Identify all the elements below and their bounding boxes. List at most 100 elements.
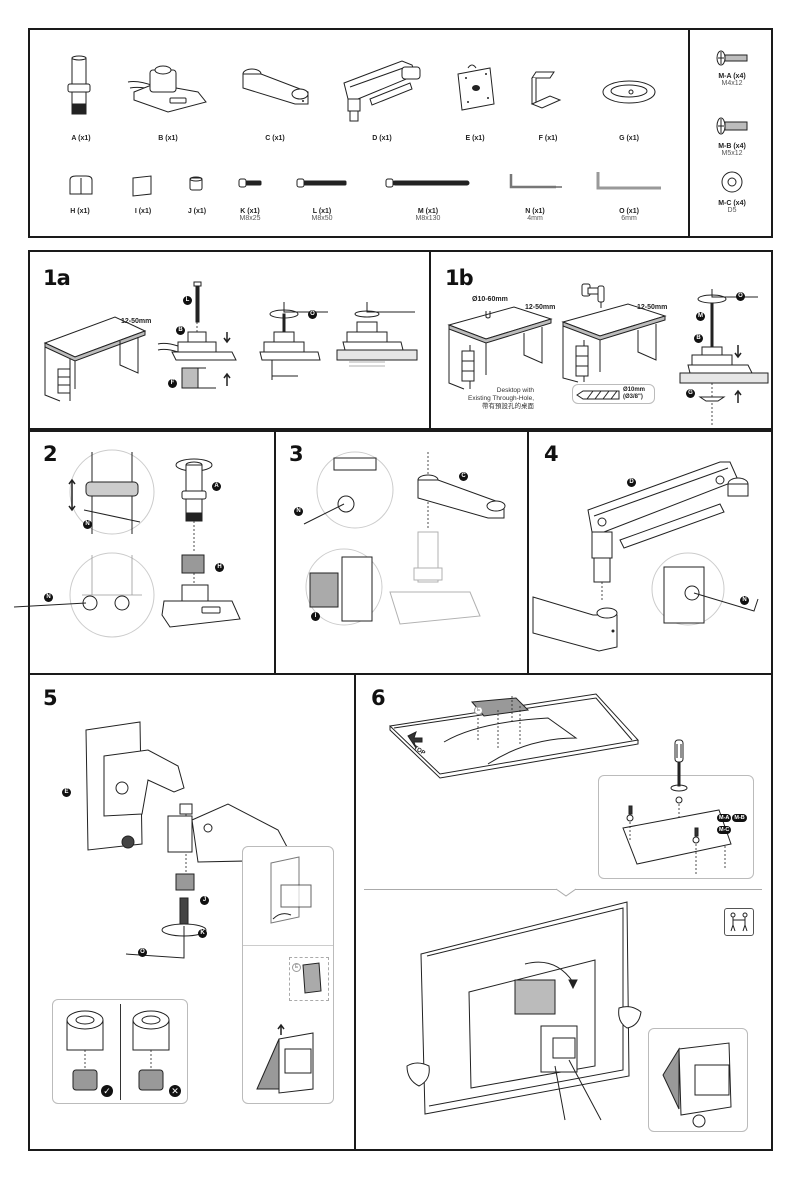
tilt-knob-illustration xyxy=(270,856,312,924)
step-2-panel xyxy=(28,430,276,675)
part-g-plate-illustration xyxy=(602,80,656,104)
tilt-lock-illustration xyxy=(662,1042,732,1128)
part-j-spacer-illustration xyxy=(189,176,203,191)
tag-b-1b: B xyxy=(694,334,703,343)
tag-n-4: N xyxy=(740,596,749,605)
two-person-figures xyxy=(730,912,748,932)
desk-thickness-label-2: 12-50mm xyxy=(637,304,668,311)
tag-m-a-6: M-A xyxy=(717,814,732,822)
step-4-arm-c-base xyxy=(532,596,618,652)
cross-icon: ✕ xyxy=(169,1085,181,1097)
tag-b: B xyxy=(176,326,185,335)
washer-m-c-label: M-C (x4)D5 xyxy=(718,200,746,214)
desk-with-hole-illustration xyxy=(447,306,553,390)
screw-m-b-illustration xyxy=(716,117,748,135)
monitor-face-down-illustration xyxy=(388,693,639,779)
step-5-number: 5 xyxy=(43,686,58,710)
tag-c-3: C xyxy=(459,472,468,481)
tag-m-1b: M xyxy=(696,312,705,321)
monitor-mounting-illustration xyxy=(406,901,642,1121)
part-c-arm-illustration xyxy=(242,68,309,105)
part-m-bolt-illustration xyxy=(385,178,470,188)
step-4-number: 4 xyxy=(544,442,559,466)
vesa-plate-inset xyxy=(289,957,329,1001)
part-o-label: O (x1)6mm xyxy=(619,208,639,222)
step-1a-tighten-assembly xyxy=(259,302,328,380)
desk-thickness-label-1: 12-50mm xyxy=(525,304,556,311)
divider-pointer xyxy=(555,888,577,897)
step-6-number: 6 xyxy=(371,686,386,710)
part-l-label: L (x1)M8x50 xyxy=(311,208,333,222)
tag-f: F xyxy=(168,379,177,388)
step-3-panel xyxy=(274,430,529,675)
step-1b-number: 1b xyxy=(445,266,474,290)
part-e-label: E (x1) xyxy=(465,135,485,142)
step-4-arm-d xyxy=(587,461,749,600)
part-i-cover-illustration xyxy=(132,175,152,197)
tag-e-6: E xyxy=(474,706,483,715)
step-1a-number: 1a xyxy=(43,266,71,290)
wrong-alignment-illustration xyxy=(132,1010,170,1091)
tag-e-inset: E xyxy=(292,963,301,972)
check-icon: ✓ xyxy=(101,1085,113,1097)
desk-thickness-label: 12-50mm xyxy=(121,318,152,325)
callout-divider xyxy=(120,1004,121,1100)
step-3-arm-c xyxy=(389,452,506,625)
tag-g-1b: G xyxy=(686,389,695,398)
step-1b-through-hole-assembly xyxy=(679,289,769,425)
drill-bit-icon xyxy=(576,390,620,400)
tag-l: L xyxy=(183,296,192,305)
desktop-caption: Desktop with Existing Through-Hole, 帶有預設… xyxy=(468,387,534,410)
part-k-bolt-illustration xyxy=(238,178,262,188)
part-o-hex-key-illustration xyxy=(596,172,661,190)
part-n-label: N (x1)4mm xyxy=(525,208,545,222)
step-2-number: 2 xyxy=(43,442,58,466)
part-g-label: G (x1) xyxy=(619,135,639,142)
vesa-plate-mini xyxy=(302,962,322,994)
part-a-label: A (x1) xyxy=(71,135,91,142)
two-person-lift-icon xyxy=(724,908,754,936)
step-1a-mounted-assembly xyxy=(336,302,418,367)
part-h-label: H (x1) xyxy=(70,208,90,215)
screw-m-a-label: M-A (x4)M4x12 xyxy=(718,73,746,87)
part-e-vesa-plate-illustration xyxy=(457,64,495,111)
step-2-pole-assembly xyxy=(161,458,241,628)
tag-i-3: I xyxy=(311,612,320,621)
release-tilt-illustration xyxy=(256,1023,314,1094)
part-b-base-illustration xyxy=(127,65,207,113)
drill-size-label: Ø10mm(Ø3/8") xyxy=(623,387,646,400)
correct-alignment-illustration xyxy=(66,1010,104,1091)
part-l-bolt-illustration xyxy=(296,178,347,188)
part-f-bracket-illustration xyxy=(530,71,562,109)
washer-m-c-illustration xyxy=(721,171,743,193)
part-d-label: D (x1) xyxy=(372,135,392,142)
tag-e-5: E xyxy=(62,788,71,797)
desk-illustration xyxy=(43,316,147,402)
tag-h-2: H xyxy=(215,563,224,572)
alignment-callout: ✓ ✕ xyxy=(52,999,188,1104)
tilt-detail-callout: E xyxy=(242,846,334,1104)
step-3-number: 3 xyxy=(289,442,304,466)
part-f-label: F (x1) xyxy=(538,135,558,142)
part-i-label: I (x1) xyxy=(134,208,152,215)
step-3-screw-detail-circle xyxy=(303,451,394,529)
step-3-cover-detail-circle xyxy=(305,548,383,626)
step-2-base-detail-circle xyxy=(13,552,155,638)
screwdriver-icon xyxy=(674,739,684,787)
step-1a-exploded-assembly xyxy=(157,281,237,389)
tag-n-2b: N xyxy=(44,593,53,602)
screw-m-b-label: M-B (x4)M5x12 xyxy=(718,143,746,157)
tag-o-1b: O xyxy=(736,292,745,301)
part-b-label: B (x1) xyxy=(158,135,178,142)
step-4-screw-detail-circle xyxy=(651,552,759,626)
part-c-label: C (x1) xyxy=(265,135,285,142)
part-n-hex-key-illustration xyxy=(509,174,562,189)
part-h-clip-illustration xyxy=(69,175,93,195)
tag-m-c-6: M-C xyxy=(717,826,732,834)
tag-n-3: N xyxy=(294,507,303,516)
tag-a-2: A xyxy=(212,482,221,491)
drill-bit-callout: Ø10mm(Ø3/8") xyxy=(572,384,655,404)
tag-o: O xyxy=(308,310,317,319)
